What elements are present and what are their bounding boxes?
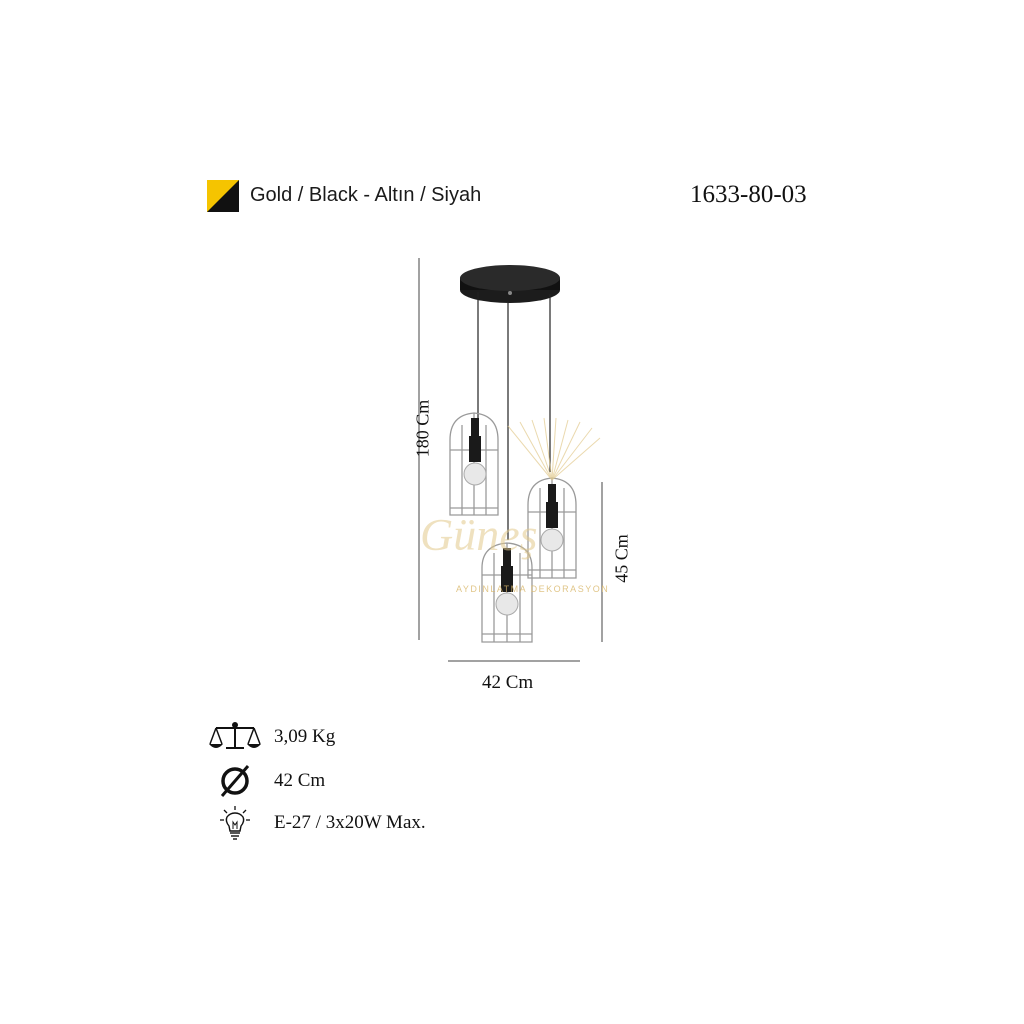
- diameter-icon: [220, 765, 250, 797]
- height-dimension-label: 180 Cm: [412, 399, 433, 458]
- scale-icon: [209, 722, 261, 749]
- lightbulb-icon: [220, 806, 250, 840]
- pendant-lamp-illustration: Güneş AYDINLATMA DEKORASYON: [418, 258, 609, 662]
- color-label: Gold / Black - Altın / Siyah: [250, 184, 482, 206]
- product-code: 1633-80-03: [690, 181, 807, 208]
- spec-row-diameter: 42 Cm: [208, 764, 608, 798]
- spec-bulb-text: E-27 / 3x20W Max.: [274, 812, 426, 833]
- spec-row-weight: 3,09 Kg: [208, 720, 608, 754]
- watermark-tagline: AYDINLATMA DEKORASYON: [456, 584, 609, 594]
- spec-diameter-text: 42 Cm: [274, 770, 326, 791]
- watermark-brand: Güneş: [420, 509, 538, 560]
- spec-row-bulb: E-27 / 3x20W Max.: [208, 806, 608, 840]
- width-dimension-label: 42 Cm: [482, 672, 534, 693]
- spec-weight-text: 3,09 Kg: [274, 726, 336, 747]
- color-swatch-icon: [207, 180, 239, 212]
- cage-height-dimension-label: 45 Cm: [611, 534, 632, 583]
